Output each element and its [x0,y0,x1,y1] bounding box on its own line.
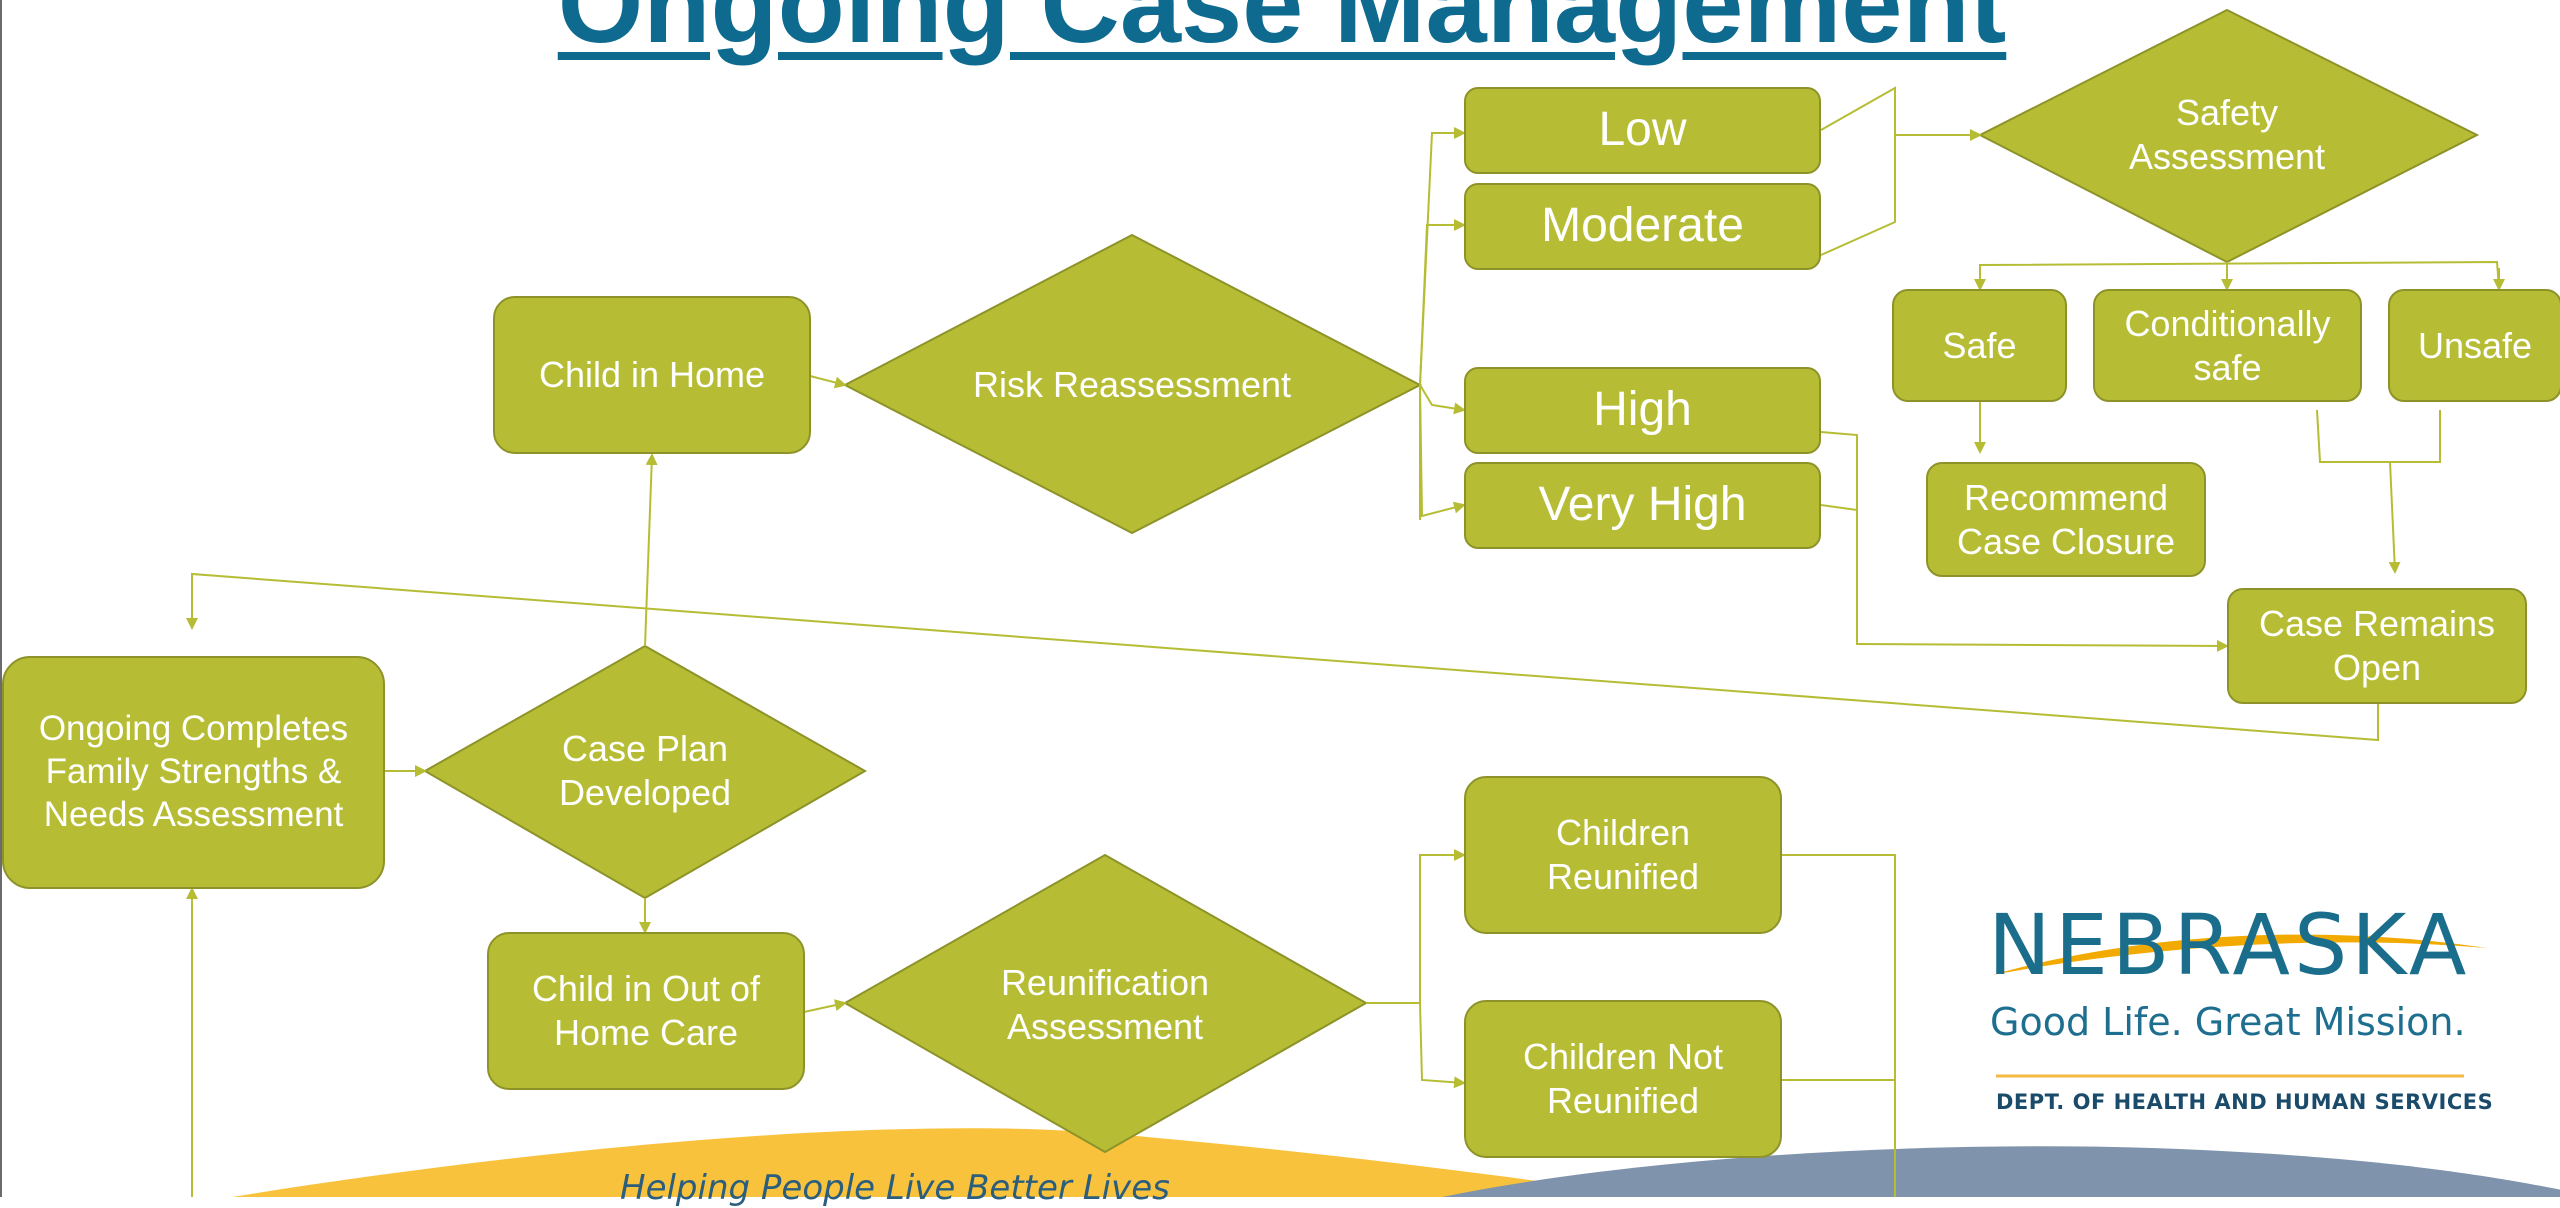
node-unsafe: Unsafe [2388,289,2560,402]
node-risk-reassessment: Risk Reassessment [972,364,1292,406]
node-low: Low [1464,87,1821,174]
node-case-remains-open: Case Remains Open [2227,588,2527,704]
logo-tagline: Good Life. Great Mission. [1990,1000,2466,1044]
footer-tagline: Helping People Live Better Lives [620,1168,1170,1208]
node-recommend-case-closure: Recommend Case Closure [1926,462,2206,577]
node-moderate: Moderate [1464,183,1821,270]
node-conditionally-safe: Conditionally safe [2093,289,2362,402]
node-children-reunified: Children Reunified [1464,776,1782,934]
reunification-assessment-diamond [842,853,1369,1154]
node-children-not-reunified: Children Not Reunified [1464,1000,1782,1158]
node-reunification-assessment: Reunification Assessment [1000,962,1210,1047]
node-ongoing-assessment: Ongoing Completes Family Strengths & Nee… [2,656,385,889]
node-safe: Safe [1892,289,2067,402]
footer-wave-blue [1442,1146,2560,1197]
logo-swoosh [1992,934,2487,975]
node-high: High [1464,367,1821,454]
risk-reassessment-diamond [842,233,1423,535]
node-very-high: Very High [1464,462,1821,549]
page-title: Ongoing Case Management [557,0,2007,66]
node-safety-assessment: Safety Assessment [2128,92,2326,177]
footer-wave-yellow [232,1128,1652,1197]
connectors [186,86,2505,1197]
node-case-plan-developed: Case Plan Developed [558,728,732,813]
node-child-out-of-home-care: Child in Out of Home Care [487,932,805,1090]
logo-wordmark: NEBRASKA [1988,896,2471,994]
node-child-in-home: Child in Home [493,296,811,454]
logo-department: DEPT. OF HEALTH AND HUMAN SERVICES [1996,1090,2494,1114]
